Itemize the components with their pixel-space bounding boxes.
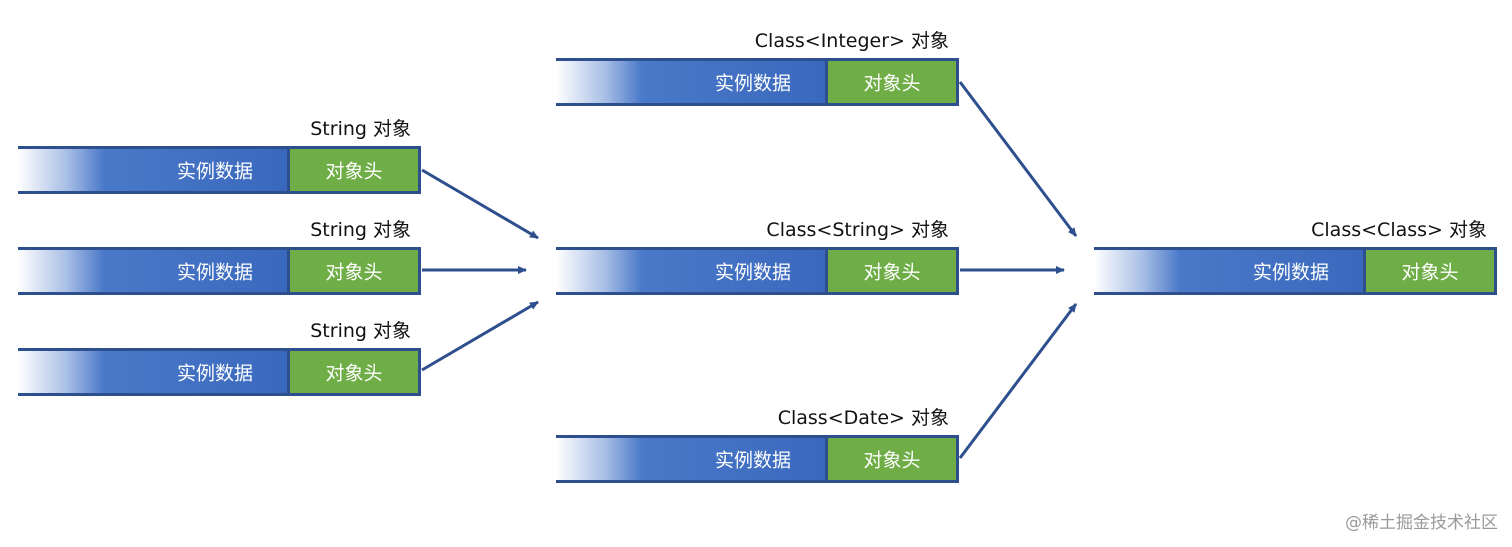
object-header-label: 对象头: [863, 449, 921, 472]
object-header-label: 对象头: [325, 160, 383, 183]
object-title: Class<Integer> 对象: [754, 30, 949, 52]
object-string-2: String 对象 实例数据 对象头: [18, 218, 421, 295]
instance-data-segment: 实例数据: [556, 250, 825, 292]
arrow-string3-to-class-string: [421, 300, 539, 372]
instance-data-label: 实例数据: [1252, 261, 1329, 284]
object-title: String 对象: [310, 219, 411, 241]
instance-data-segment: 实例数据: [18, 250, 287, 292]
object-header-segment: 对象头: [825, 61, 959, 103]
object-header-segment: 对象头: [287, 149, 421, 191]
object-bar: 实例数据 对象头: [556, 435, 959, 483]
object-header-segment: 对象头: [825, 250, 959, 292]
instance-data-segment: 实例数据: [18, 149, 287, 191]
arrow-string1-to-class-string: [421, 168, 539, 240]
object-bar: 实例数据 对象头: [18, 348, 421, 396]
instance-data-label: 实例数据: [714, 449, 791, 472]
instance-data-label: 实例数据: [714, 261, 791, 284]
object-class-class: Class<Class> 对象 实例数据 对象头: [1094, 218, 1497, 295]
object-header-segment: 对象头: [825, 438, 959, 480]
object-class-string: Class<String> 对象 实例数据 对象头: [556, 218, 959, 295]
instance-data-label: 实例数据: [176, 160, 253, 183]
object-bar: 实例数据 对象头: [1094, 247, 1497, 295]
arrow-class-date-to-class-class: [958, 303, 1078, 459]
object-class-date: Class<Date> 对象 实例数据 对象头: [556, 406, 959, 483]
instance-data-segment: 实例数据: [18, 351, 287, 393]
instance-data-segment: 实例数据: [556, 61, 825, 103]
object-string-1: String 对象 实例数据 对象头: [18, 117, 421, 194]
instance-data-segment: 实例数据: [556, 438, 825, 480]
object-header-label: 对象头: [863, 261, 921, 284]
instance-data-label: 实例数据: [714, 72, 791, 95]
object-header-label: 对象头: [1401, 261, 1459, 284]
object-title: String 对象: [310, 320, 411, 342]
instance-data-label: 实例数据: [176, 261, 253, 284]
object-header-segment: 对象头: [1363, 250, 1497, 292]
object-bar: 实例数据 对象头: [556, 247, 959, 295]
object-title: Class<Date> 对象: [777, 407, 949, 429]
object-title: Class<Class> 对象: [1311, 219, 1487, 241]
object-bar: 实例数据 对象头: [18, 247, 421, 295]
object-header-label: 对象头: [863, 72, 921, 95]
instance-data-label: 实例数据: [176, 362, 253, 385]
object-header-segment: 对象头: [287, 250, 421, 292]
object-header-label: 对象头: [325, 362, 383, 385]
object-bar: 实例数据 对象头: [556, 58, 959, 106]
object-bar: 实例数据 对象头: [18, 146, 421, 194]
watermark: @稀土掘金技术社区: [1345, 513, 1498, 533]
object-title: String 对象: [310, 118, 411, 140]
object-class-integer: Class<Integer> 对象 实例数据 对象头: [556, 29, 959, 106]
object-string-3: String 对象 实例数据 对象头: [18, 319, 421, 396]
object-header-segment: 对象头: [287, 351, 421, 393]
instance-data-segment: 实例数据: [1094, 250, 1363, 292]
object-header-label: 对象头: [325, 261, 383, 284]
object-title: Class<String> 对象: [766, 219, 949, 241]
arrow-class-integer-to-class-class: [958, 81, 1078, 237]
